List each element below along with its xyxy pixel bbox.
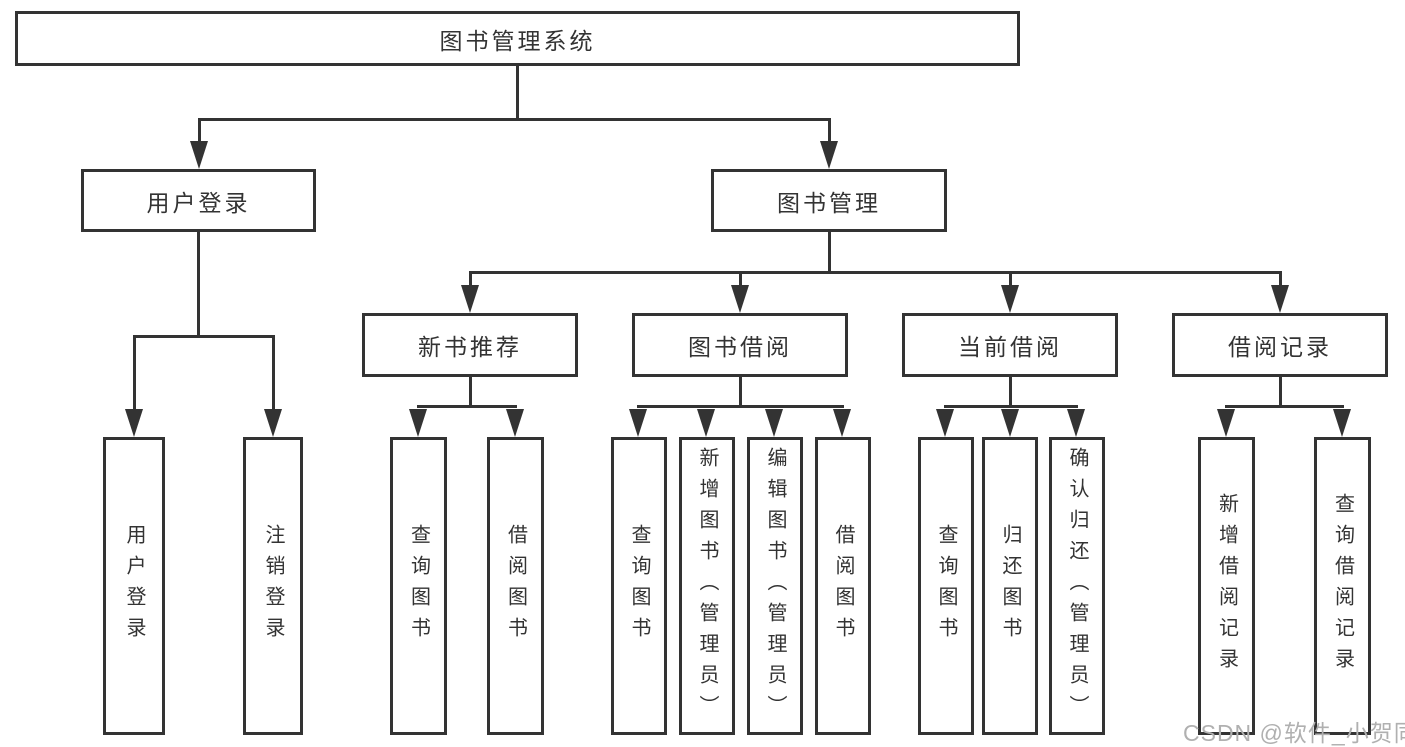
arrowhead-down-icon <box>731 285 749 313</box>
node-borrowing-records: 借阅记录 <box>1172 313 1388 377</box>
connector-drop-current-borrow <box>1009 271 1012 288</box>
node-user-login: 用户登录 <box>81 169 316 232</box>
leaf-add-borrow-record: 新增借阅记录 <box>1198 437 1255 735</box>
connector-drop-book-mgmt <box>828 118 831 146</box>
connector-borrow-record-bar <box>1225 405 1344 408</box>
arrowhead-down-icon <box>409 409 427 437</box>
arrowhead-down-icon <box>506 409 524 437</box>
node-new-book-recommend: 新书推荐 <box>362 313 578 377</box>
connector-root-stem <box>516 66 519 120</box>
arrowhead-down-icon <box>461 285 479 313</box>
watermark: CSDN @软件_小贺同学 <box>1183 720 1405 746</box>
leaf-edit-books-admin: 编辑图书（管理员） <box>747 437 803 735</box>
leaf-query-books: 查询图书 <box>390 437 447 735</box>
leaf-query-borrow-record: 查询借阅记录 <box>1314 437 1371 735</box>
arrowhead-down-icon <box>697 409 715 437</box>
arrowhead-down-icon <box>125 409 143 437</box>
arrowhead-down-icon <box>264 409 282 437</box>
node-library-system: 图书管理系统 <box>15 11 1020 66</box>
arrowhead-down-icon <box>1001 285 1019 313</box>
arrowhead-down-icon <box>1217 409 1235 437</box>
arrowhead-down-icon <box>629 409 647 437</box>
connector-drop-leaf <box>133 335 136 411</box>
connector-book-borrow-bar <box>637 405 844 408</box>
leaf-return-books: 归还图书 <box>982 437 1038 735</box>
leaf-query-books: 查询图书 <box>918 437 974 735</box>
connector-drop-new-book-rec <box>469 271 472 288</box>
connector-drop-user-login <box>198 118 201 146</box>
connector-user-login-stem <box>197 232 200 338</box>
leaf-borrow-books: 借阅图书 <box>487 437 544 735</box>
connector-drop-borrow-record <box>1279 271 1282 288</box>
arrowhead-down-icon <box>820 141 838 169</box>
leaf-logout: 注销登录 <box>243 437 303 735</box>
leaf-borrow-books: 借阅图书 <box>815 437 871 735</box>
node-book-management: 图书管理 <box>711 169 947 232</box>
node-book-borrowing: 图书借阅 <box>632 313 848 377</box>
arrowhead-down-icon <box>833 409 851 437</box>
leaf-confirm-return-admin: 确认归还（管理员） <box>1049 437 1105 735</box>
connector-new-book-rec-bar <box>417 405 517 408</box>
arrowhead-down-icon <box>190 141 208 169</box>
arrowhead-down-icon <box>765 409 783 437</box>
connector-user-login-bar <box>133 335 275 338</box>
connector-current-borrow-bar <box>944 405 1078 408</box>
connector-borrow-record-stem <box>1279 377 1282 408</box>
connector-drop-book-borrow <box>739 271 742 288</box>
connector-new-book-rec-stem <box>469 377 472 408</box>
connector-book-mgmt-stem <box>828 232 831 273</box>
arrowhead-down-icon <box>1067 409 1085 437</box>
node-current-borrowing: 当前借阅 <box>902 313 1118 377</box>
leaf-query-books: 查询图书 <box>611 437 667 735</box>
leaf-add-books-admin: 新增图书（管理员） <box>679 437 735 735</box>
arrowhead-down-icon <box>1333 409 1351 437</box>
connector-drop-leaf <box>272 335 275 411</box>
arrowhead-down-icon <box>1001 409 1019 437</box>
leaf-user-login: 用户登录 <box>103 437 165 735</box>
arrowhead-down-icon <box>1271 285 1289 313</box>
connector-root-bar <box>198 118 831 121</box>
connector-book-borrow-stem <box>739 377 742 408</box>
arrowhead-down-icon <box>936 409 954 437</box>
connector-book-mgmt-bar <box>469 271 1282 274</box>
connector-current-borrow-stem <box>1009 377 1012 408</box>
